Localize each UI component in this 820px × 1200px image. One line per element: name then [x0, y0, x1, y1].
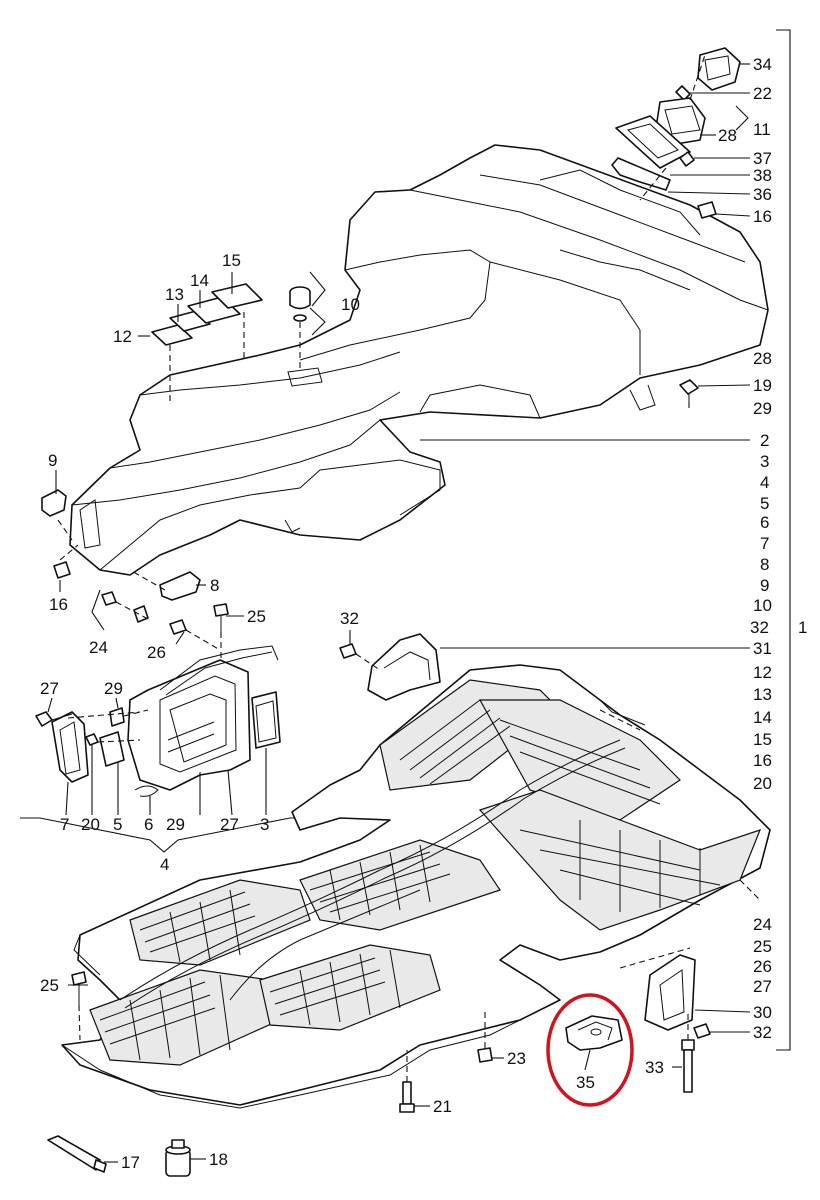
callout-20-right: 20 [753, 774, 772, 793]
callout-17: 17 [121, 1153, 140, 1172]
callout-16-left: 16 [49, 595, 68, 614]
callout-27-right: 27 [753, 977, 772, 996]
callout-30: 30 [753, 1003, 772, 1022]
callout-9: 9 [760, 576, 769, 595]
callout-6-module: 6 [144, 815, 153, 834]
callout-5-module: 5 [113, 815, 122, 834]
callout-18: 18 [209, 1150, 228, 1169]
callout-21: 21 [433, 1097, 452, 1116]
callout-13: 13 [165, 285, 184, 304]
callout-2: 2 [760, 431, 769, 450]
callout-1: 1 [798, 618, 807, 637]
battery-cover-part [69, 144, 769, 576]
callout-14-right: 14 [753, 708, 772, 727]
callout-35: 35 [576, 1073, 595, 1092]
callout-32-lower: 32 [753, 1023, 772, 1042]
callout-4-group: 4 [160, 855, 169, 874]
callout-15: 15 [222, 251, 241, 270]
loose-parts-bottom [47, 1135, 191, 1177]
callout-8-left: 8 [210, 576, 219, 595]
callout-12: 12 [113, 327, 132, 346]
callout-28: 28 [718, 126, 737, 145]
callout-33: 33 [645, 1058, 664, 1077]
callout-6: 6 [760, 513, 769, 532]
callout-24-left: 24 [89, 638, 108, 657]
callout-37: 37 [753, 149, 772, 168]
right-brackets [91, 29, 791, 1051]
callout-19: 19 [753, 376, 772, 395]
callout-11: 11 [753, 120, 771, 139]
callout-13-right: 13 [753, 685, 772, 704]
group-4-bracket [20, 817, 296, 853]
callout-8: 8 [760, 555, 769, 574]
callout-29-bottom: 29 [166, 815, 185, 834]
highlight-circle-part-35 [546, 993, 634, 1107]
callout-26-right: 26 [753, 957, 772, 976]
callout-5: 5 [760, 494, 769, 513]
callout-34: 34 [753, 55, 772, 74]
callout-27-module: 27 [40, 679, 59, 698]
callout-16-right: 16 [753, 751, 772, 770]
callout-12-right: 12 [753, 663, 772, 682]
callout-22: 22 [753, 84, 772, 103]
callout-10-right: 10 [753, 596, 772, 615]
callout-3: 3 [760, 452, 769, 471]
callout-25-right: 25 [753, 937, 772, 956]
callout-26-module: 26 [147, 643, 166, 662]
callout-16: 16 [753, 207, 772, 226]
small-parts-upper [41, 47, 741, 601]
callout-4: 4 [760, 473, 769, 492]
callout-7-module: 7 [60, 815, 69, 834]
dashed-guides-tray [78, 653, 761, 1082]
callout-25-lower: 25 [40, 976, 59, 995]
battery-control-module-group [35, 591, 281, 797]
callout-14: 14 [190, 271, 209, 290]
callout-15-right: 15 [753, 730, 772, 749]
callout-32-right: 32 [750, 618, 769, 637]
callout-10: 10 [341, 295, 360, 314]
callout-27-bottom: 27 [220, 815, 239, 834]
callout-7: 7 [760, 534, 769, 553]
callout-32-upper: 32 [340, 609, 359, 628]
leader-lines [47, 63, 751, 1163]
dashed-guides-upper [57, 54, 706, 591]
callout-24-right: 24 [753, 915, 772, 934]
callout-31: 31 [753, 639, 772, 658]
callout-29: 29 [753, 399, 772, 418]
battery-cell-tray-part [61, 633, 771, 1113]
callout-36: 36 [753, 185, 772, 204]
callout-9-left: 9 [48, 451, 57, 470]
callout-20-module: 20 [81, 815, 100, 834]
callout-labels: 34 22 28 11 37 38 36 16 15 14 13 12 10 2… [40, 55, 807, 1172]
callout-28-right: 28 [753, 349, 772, 368]
dashed-guides-module [67, 601, 222, 743]
callout-23: 23 [507, 1049, 526, 1068]
callout-3-module: 3 [260, 815, 269, 834]
callout-38: 38 [753, 166, 772, 185]
callout-29-module: 29 [104, 679, 123, 698]
callout-25-module: 25 [247, 607, 266, 626]
